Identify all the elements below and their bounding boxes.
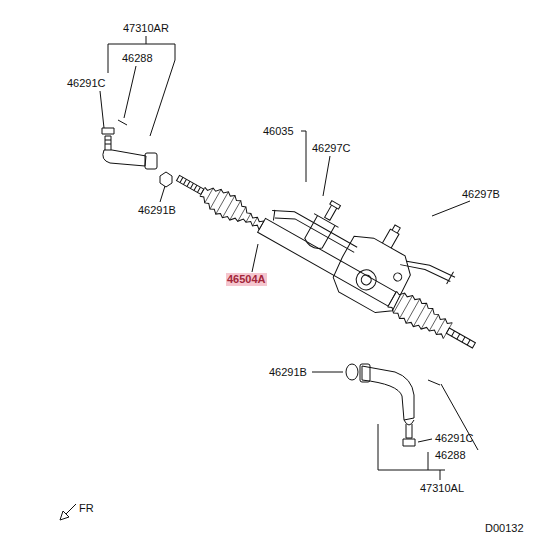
- boot-ridge: [210, 189, 221, 209]
- pinion-shaft: [382, 224, 402, 248]
- leader-line: [432, 201, 470, 216]
- leader-lines: [100, 36, 478, 480]
- tie-rod-end-body: [103, 150, 146, 166]
- ball-stud: [105, 136, 111, 150]
- boot-ridge: [246, 213, 251, 222]
- boot-ridge: [259, 221, 264, 230]
- rod-thread: [452, 331, 471, 345]
- boot-ridge: [253, 217, 258, 226]
- leader-line: [252, 244, 258, 272]
- boot-ridge: [443, 323, 452, 339]
- valve-housing: [327, 229, 419, 319]
- callout-number: 46288: [434, 449, 467, 462]
- rack-tube: [258, 218, 396, 306]
- boot-ridge: [429, 315, 438, 331]
- boot-outline: [196, 194, 261, 237]
- leader-line: [160, 186, 165, 202]
- hex-nut: [160, 172, 172, 187]
- boot-ridge: [238, 207, 246, 221]
- rod-thread: [180, 177, 200, 192]
- tie-rod-end: [102, 120, 172, 187]
- leader-line: [124, 66, 136, 118]
- bracket: [108, 36, 175, 136]
- pipe-fitting: [270, 180, 454, 310]
- callout-number: 46291B: [268, 366, 308, 379]
- pressure-pipe: [270, 183, 455, 310]
- hex-nut: [346, 364, 358, 380]
- tie-rod-end: [346, 364, 440, 446]
- tie-rod-socket: [145, 153, 157, 169]
- drawing-number: D00132: [484, 522, 525, 535]
- boot-ridge: [200, 187, 205, 196]
- direction-label: FR: [78, 502, 95, 515]
- callout-number: 46291C: [434, 432, 475, 445]
- leader-line: [100, 91, 104, 128]
- callout-number: 47310AL: [419, 482, 465, 495]
- leader-line: [323, 156, 330, 196]
- boot-ridge: [393, 293, 404, 313]
- callout-number: 46291B: [137, 204, 177, 217]
- valve-port: [392, 272, 403, 283]
- callout-number: 46288: [121, 52, 154, 65]
- callout-number: 46297C: [311, 142, 352, 155]
- bolt: [323, 201, 341, 222]
- boot-outline: [203, 181, 268, 224]
- threaded-rod: [446, 328, 475, 348]
- leader-line: [312, 372, 343, 373]
- bracket: [301, 131, 306, 182]
- cotter-pin: [428, 380, 440, 385]
- boot-ridge: [406, 299, 420, 323]
- leader-line: [418, 439, 432, 442]
- boot-ridge: [421, 309, 433, 330]
- threaded-rod: [177, 175, 204, 194]
- ball-stud: [404, 420, 414, 438]
- callout-number: 46297B: [461, 188, 501, 201]
- steering-rack: [168, 121, 506, 363]
- callout-number: 46504A: [226, 273, 267, 286]
- castle-nut: [403, 439, 415, 446]
- boot-ridge: [205, 188, 213, 203]
- valve-port: [359, 273, 373, 287]
- front-arrow: [60, 504, 76, 520]
- callout-number: 46291C: [66, 77, 107, 90]
- cotter-pin: [118, 120, 127, 125]
- callout-number: 46035: [262, 125, 295, 138]
- valve-port: [353, 266, 380, 293]
- castle-nut: [102, 128, 114, 134]
- boot-ridge: [436, 319, 445, 335]
- callout-number: 47310AR: [122, 22, 170, 35]
- boot-ridge: [388, 291, 397, 307]
- clamp-bracket: [299, 214, 338, 254]
- tie-rod-socket: [360, 364, 370, 382]
- boot-ridge: [230, 201, 241, 220]
- stud-thread: [105, 140, 111, 144]
